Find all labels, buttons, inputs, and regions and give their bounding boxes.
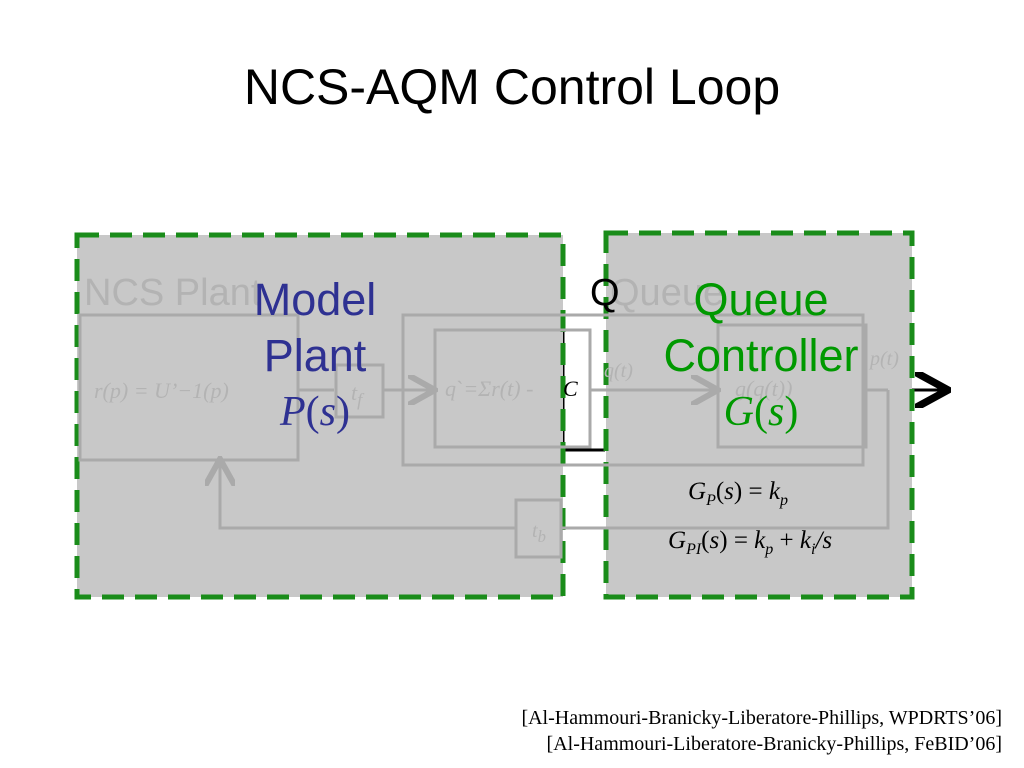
model-plant-line2: Plant xyxy=(263,330,367,381)
queue-controller-line1: Queue xyxy=(693,274,829,325)
tb-label: tb xyxy=(532,520,546,546)
model-plant-panel xyxy=(74,232,566,600)
queue-controller-line2: Controller xyxy=(663,330,859,381)
plant-transfer-function: P(s) xyxy=(279,389,350,435)
citations: [Al-Hammouri-Branicky-Liberatore-Phillip… xyxy=(521,705,1002,757)
queue-controller-panel xyxy=(603,230,915,600)
slide-title: NCS-AQM Control Loop xyxy=(243,59,781,115)
queue-controller-title: Queue Controller G(s) xyxy=(630,272,892,440)
plant-function-label: r(p) = U’−1(p) xyxy=(94,378,229,403)
capacity-label: C xyxy=(563,376,578,401)
ncs-plant-block xyxy=(78,313,300,462)
feedback-left-line xyxy=(220,462,516,530)
queue-faint-label: Queue xyxy=(610,272,725,314)
citation-1: [Al-Hammouri-Branicky-Liberatore-Phillip… xyxy=(521,707,1002,729)
queue-equation-label: qˋ=Σr(t) - xyxy=(445,376,534,401)
ncs-plant-label: NCS Plant xyxy=(84,272,262,314)
pi-controller-formula: GPI(s) = kp + ki/s xyxy=(668,527,833,558)
p-of-t-label: p(t) xyxy=(870,348,899,370)
controller-transfer-function: G(s) xyxy=(723,389,799,435)
g-of-q-label: g(q(t)) xyxy=(735,376,793,401)
citation-2: [Al-Hammouri-Liberatore-Branicky-Phillip… xyxy=(546,733,1002,755)
queue-letter-label: Q xyxy=(590,272,620,314)
feedback-right-line xyxy=(561,390,890,530)
model-plant-title: Model Plant P(s) xyxy=(215,272,415,440)
p-controller-formula: GP(s) = kp xyxy=(688,478,788,509)
model-plant-line1: Model xyxy=(253,274,377,325)
q-of-t-label: q(t) xyxy=(604,360,633,382)
tf-label: tf xyxy=(351,380,363,410)
